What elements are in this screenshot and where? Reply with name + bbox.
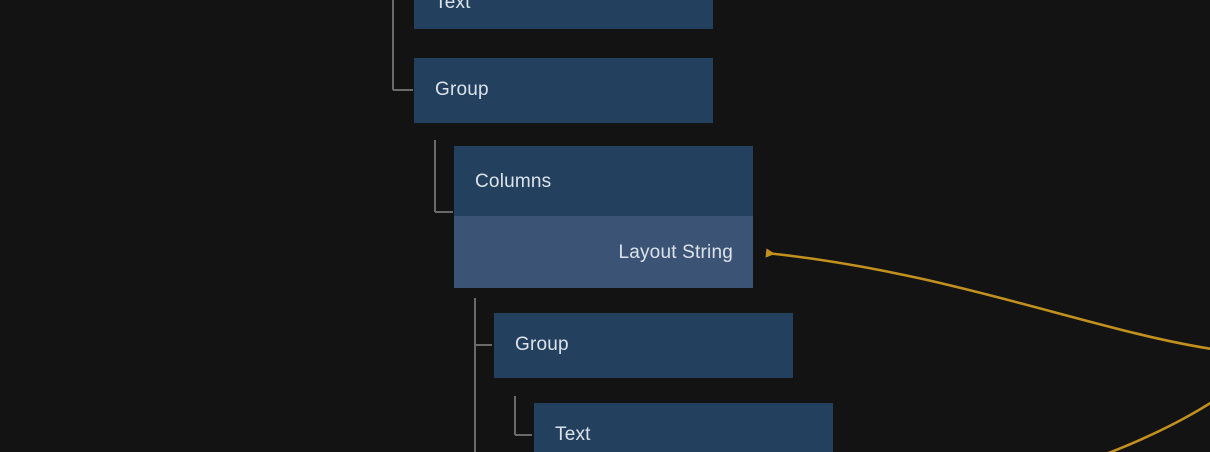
connector-columns — [434, 140, 453, 213]
node-text-bottom[interactable]: Text — [534, 403, 833, 452]
node-label: Group — [515, 334, 569, 355]
node-group-lower[interactable]: Group — [494, 313, 793, 378]
connector-text-bottom — [514, 396, 532, 436]
edge-to-layout-string — [765, 248, 1210, 350]
connector-group-lower — [474, 298, 492, 452]
subrow-label: Layout String — [618, 242, 733, 263]
node-label: Columns — [475, 171, 552, 192]
node-label: Group — [435, 79, 489, 100]
node-columns-subrow-layout-string[interactable]: Layout String — [454, 216, 753, 288]
node-text-top[interactable]: Text — [414, 0, 713, 29]
node-columns[interactable]: Columns — [454, 146, 753, 216]
node-group-upper[interactable]: Group — [414, 58, 713, 123]
edge-bottom-right — [1107, 401, 1210, 452]
connector-group-upper — [392, 0, 413, 91]
node-label: Text — [435, 0, 471, 13]
node-label: Text — [555, 424, 591, 445]
